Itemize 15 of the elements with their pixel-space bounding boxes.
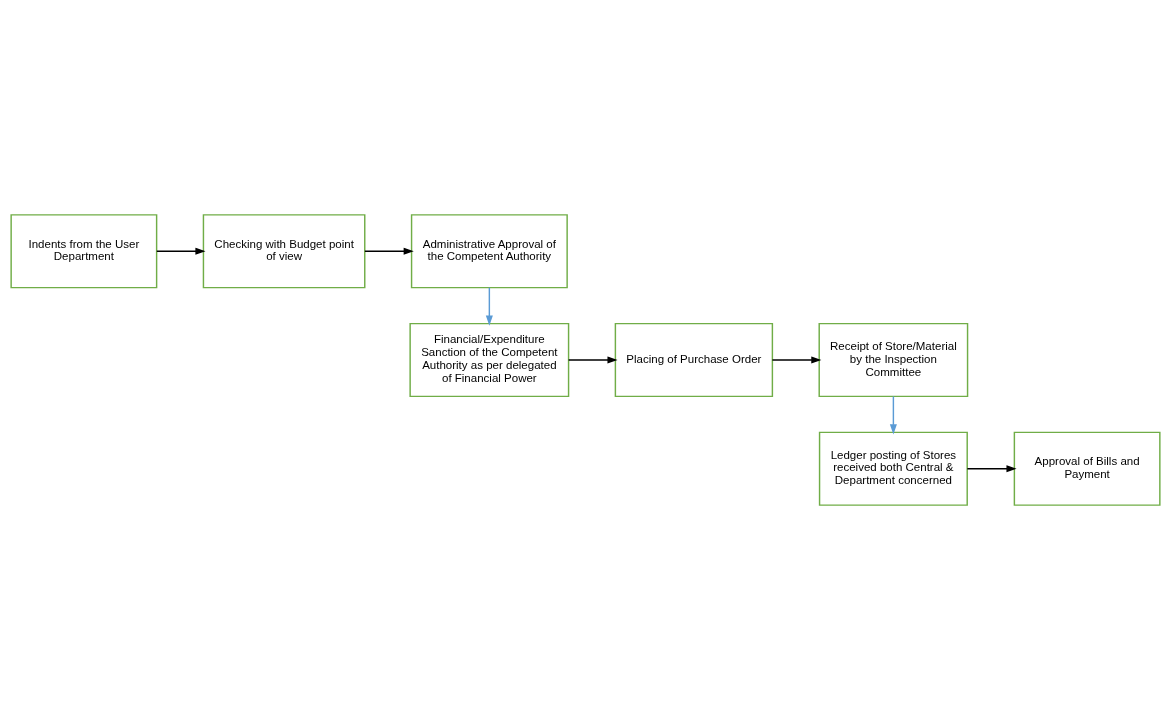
arrow [567,355,618,364]
arrow [889,395,897,434]
node-box: Administrative Approval of the Competent Authority [410,213,568,288]
arrow [485,286,493,326]
node-box: Approval of Bills and Payment [1013,431,1161,506]
node-box: Financial/Expenditure Sanction of the Competent Authority as per delegated of Financial Power [409,322,570,397]
node-box: Placing of Purchase Order [614,322,774,397]
node-box: Checking with Budget point of view [202,213,366,288]
arrow [966,464,1017,472]
arrow [771,355,822,364]
arrow [156,247,206,255]
node-box: Indents from the User Department [10,213,158,288]
node-box: Receipt of Store/Material by the Inspection Committee [818,322,969,397]
arrow [364,247,414,255]
node-box: Ledger posting of Stores received both Central & Department concerned [818,431,968,506]
